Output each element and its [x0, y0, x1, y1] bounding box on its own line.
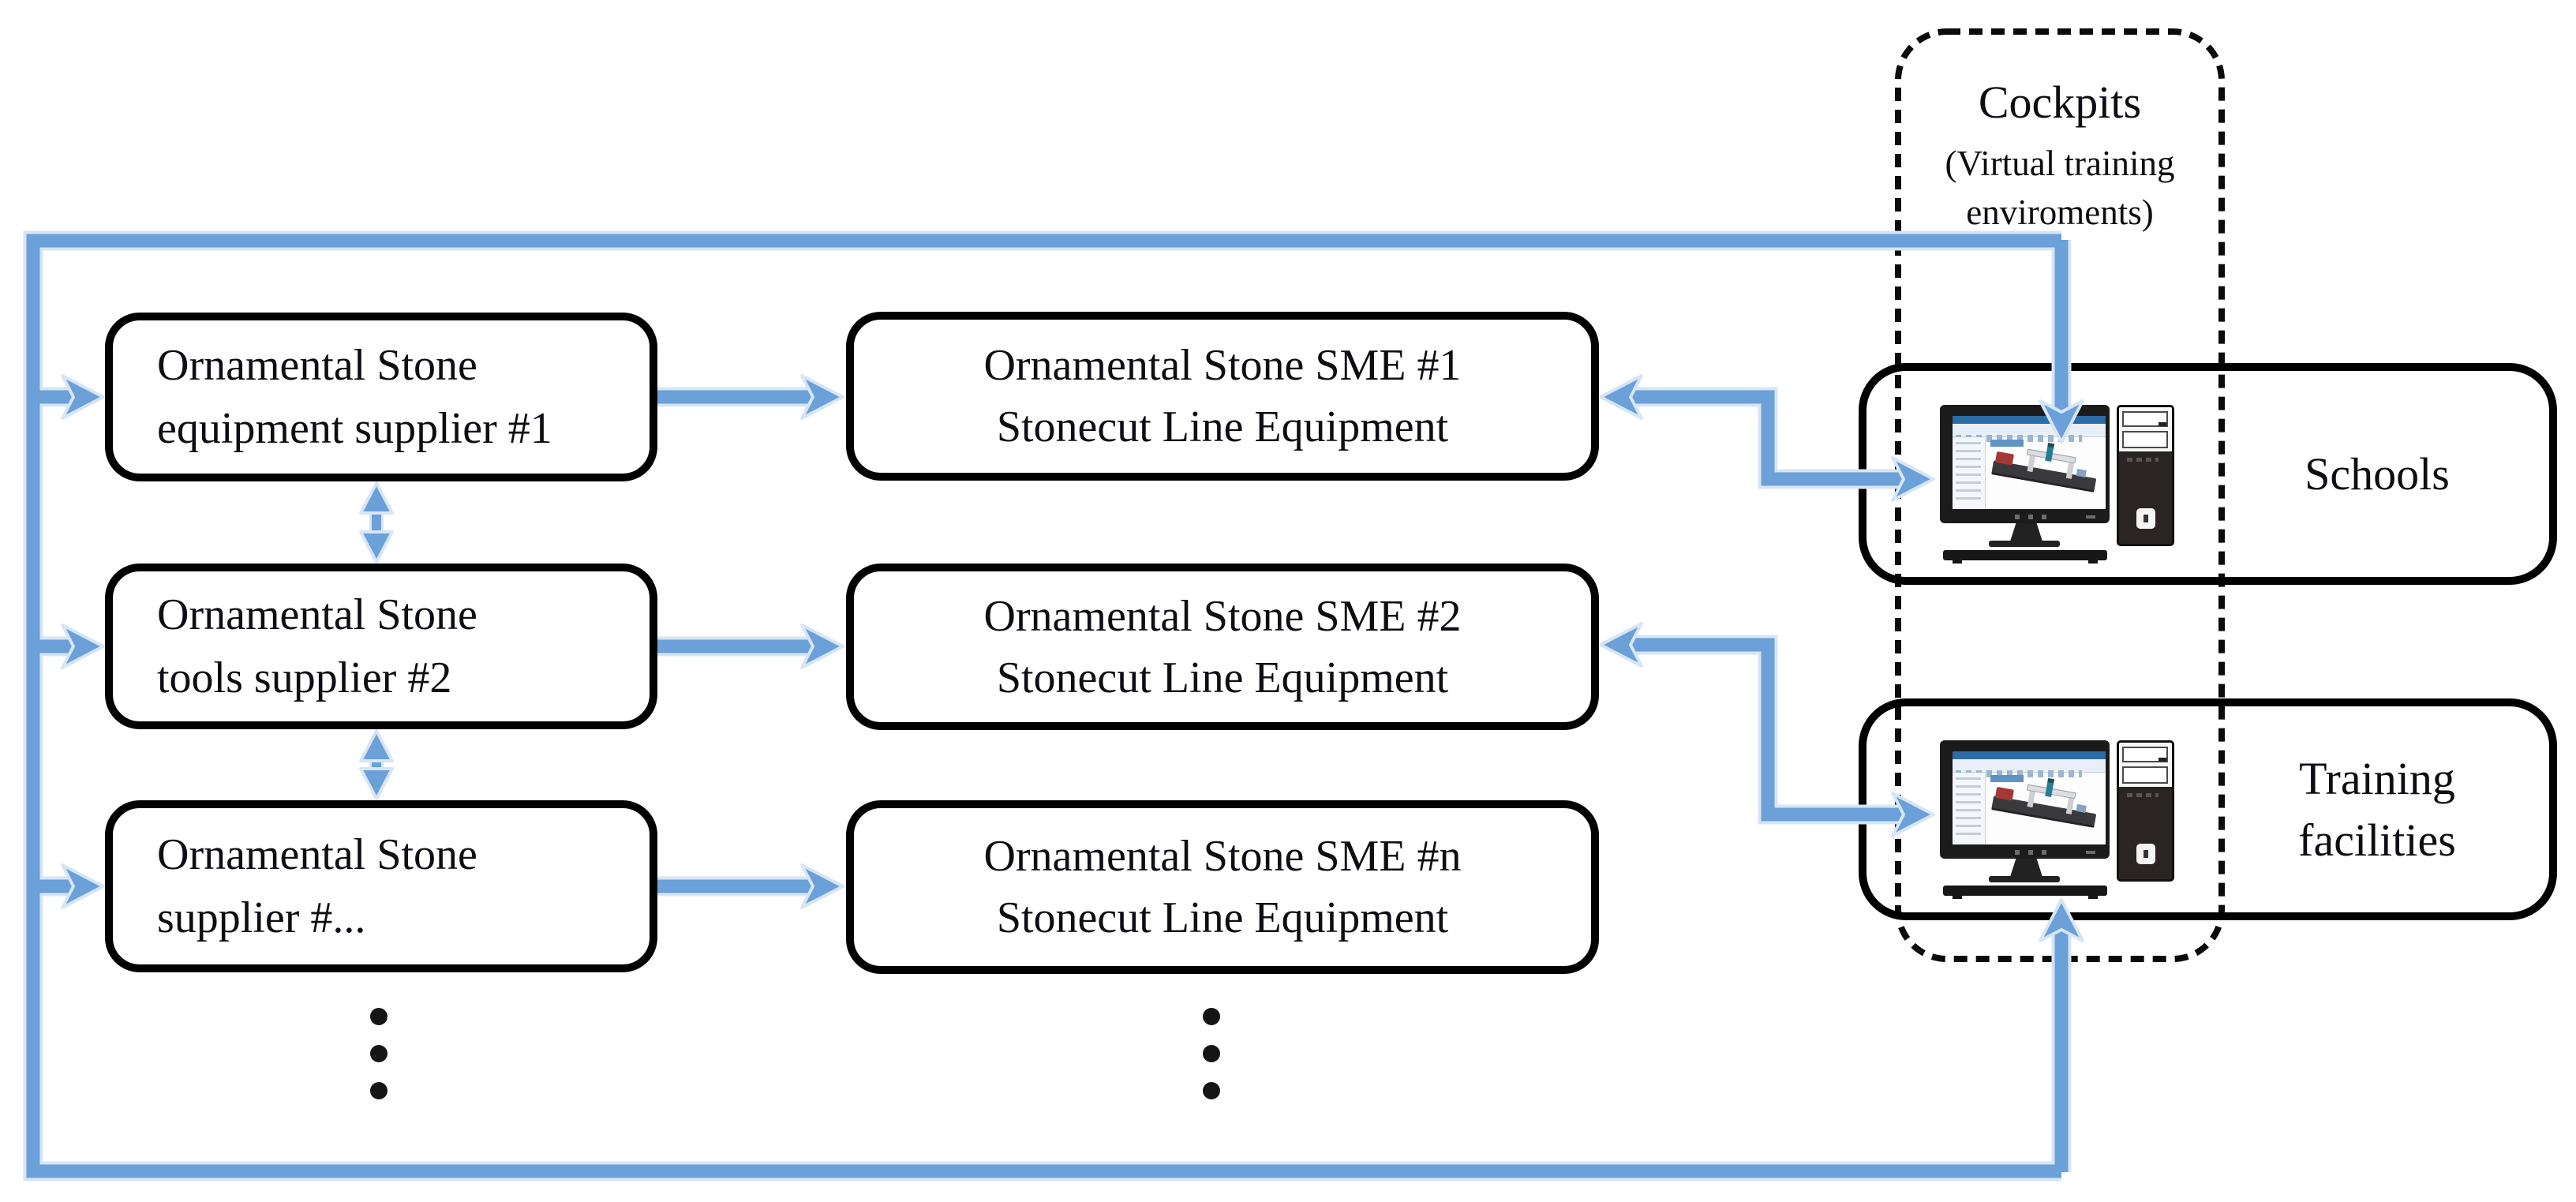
- machine-part: [2076, 803, 2087, 813]
- node-label: Ornamental Stone: [157, 830, 477, 879]
- node-label: tools supplier #2: [157, 653, 452, 702]
- arrowhead-right-icon: [800, 863, 844, 909]
- pc-tower-icon: [2117, 405, 2174, 546]
- cockpits-title: Cockpits: [1978, 77, 2142, 128]
- drive-bay: [2122, 431, 2168, 448]
- bay-button: [2159, 758, 2166, 762]
- ellipsis-dot: [1203, 1082, 1220, 1099]
- cockpits-subtitle-line2: enviroments): [1966, 193, 2154, 232]
- monitor-stand: [2010, 859, 2042, 877]
- node-sme-1: Ornamental Stone SME #1 Stonecut Line Eq…: [846, 312, 1599, 481]
- ellipsis-dot: [370, 1082, 388, 1099]
- ellipsis-dot: [370, 1008, 388, 1025]
- node-label: Ornamental Stone SME #n: [983, 832, 1462, 881]
- ellipsis-dot: [1203, 1045, 1220, 1062]
- arrowhead-right-icon: [61, 863, 105, 909]
- node-label: Stonecut Line Equipment: [996, 893, 1449, 942]
- tower-vents: [2127, 793, 2159, 797]
- arrowhead-right-icon: [800, 374, 844, 420]
- arrowhead-down-icon: [359, 530, 394, 564]
- power-glyph: [2144, 515, 2148, 522]
- monitor-base: [1989, 541, 2060, 547]
- arrowhead-right-icon: [800, 623, 844, 669]
- node-label: facilities: [2298, 814, 2456, 866]
- node-label: Ornamental Stone SME #1: [983, 341, 1462, 390]
- arrowhead-up-icon: [359, 729, 394, 762]
- arrowhead-right-icon: [61, 374, 105, 420]
- tree-items: [1956, 442, 1981, 504]
- window-toolbar: [1953, 759, 2106, 777]
- arrowhead-down-icon: [359, 767, 394, 800]
- cockpits-caption: Cockpits (Virtual training enviroments): [1898, 74, 2222, 237]
- window-titlebar: [1953, 751, 2106, 759]
- tree-items: [1956, 777, 1981, 839]
- node-label: supplier #...: [157, 893, 366, 942]
- arrowhead-right-icon: [61, 623, 105, 669]
- keyboard-foot: [2088, 896, 2098, 899]
- monitor-icon: [1940, 740, 2110, 859]
- monitor-stand: [2010, 523, 2042, 541]
- desktop-computer-icon: [1935, 401, 2188, 568]
- node-label: equipment supplier #1: [157, 404, 552, 453]
- arrowhead-left-icon: [1599, 622, 1643, 668]
- tower-bays-panel: [2119, 407, 2172, 453]
- tree-panel: [1953, 437, 1986, 509]
- power-button: [2136, 844, 2155, 864]
- node-supplier-2: Ornamental Stone tools supplier #2: [105, 564, 657, 729]
- ellipsis-dot: [1203, 1008, 1220, 1025]
- monitor-buttons: [2015, 850, 2050, 855]
- monitor-power-button: [2086, 851, 2095, 854]
- monitor-icon: [1940, 405, 2110, 523]
- cad-screenshot: [1953, 751, 2106, 844]
- cockpits-subtitle-line1: (Virtual training: [1945, 144, 2175, 183]
- power-button: [2136, 508, 2155, 529]
- monitor-buttons: [2015, 515, 2050, 519]
- arrowhead-left-icon: [1599, 374, 1643, 420]
- tower-vents: [2127, 458, 2159, 462]
- tower-bays-panel: [2119, 743, 2172, 788]
- arrowhead-up-icon: [359, 481, 394, 515]
- ellipsis-dot: [370, 1045, 388, 1062]
- node-sme-2: Ornamental Stone SME #2 Stonecut Line Eq…: [846, 564, 1599, 730]
- window-titlebar: [1953, 416, 2106, 424]
- monitor-power-button: [2086, 515, 2095, 519]
- schools-label-wrap: Schools: [2211, 444, 2543, 505]
- power-glyph: [2144, 850, 2148, 858]
- node-supplier-n: Ornamental Stone supplier #...: [105, 800, 657, 972]
- stonecut-machine-model: [1988, 439, 2102, 509]
- node-sme-n: Ornamental Stone SME #n Stonecut Line Eq…: [846, 800, 1599, 974]
- pc-tower-icon: [2117, 740, 2174, 882]
- machine-part: [2076, 468, 2087, 477]
- drive-bay: [2122, 411, 2168, 427]
- node-label: Stonecut Line Equipment: [996, 653, 1449, 702]
- node-label: Training: [2299, 752, 2455, 804]
- ellipsis-dots: [370, 1008, 1220, 1099]
- node-label: Stonecut Line Equipment: [996, 403, 1449, 451]
- node-label: Ornamental Stone SME #2: [983, 591, 1462, 641]
- cad-screenshot: [1953, 416, 2106, 509]
- keyboard-foot: [1953, 896, 1962, 899]
- tree-panel: [1953, 773, 1986, 844]
- drive-bay: [2122, 766, 2168, 784]
- node-label: Schools: [2305, 447, 2450, 500]
- keyboard-foot: [1953, 560, 1962, 564]
- keyboard-icon: [1943, 886, 2107, 896]
- desktop-computer-icon: [1935, 736, 2188, 904]
- node-supplier-1: Ornamental Stone equipment supplier #1: [105, 313, 657, 481]
- stonecut-machine-model: [1988, 774, 2102, 844]
- node-label: Ornamental Stone: [157, 590, 477, 639]
- keyboard-icon: [1943, 550, 2107, 560]
- monitor-base: [1989, 876, 2060, 882]
- bay-button: [2159, 422, 2166, 426]
- node-label: Ornamental Stone: [157, 341, 477, 390]
- keyboard-foot: [2088, 560, 2098, 564]
- drive-bay: [2122, 747, 2168, 762]
- window-toolbar: [1953, 424, 2106, 442]
- training-label-wrap: Training facilities: [2211, 748, 2543, 871]
